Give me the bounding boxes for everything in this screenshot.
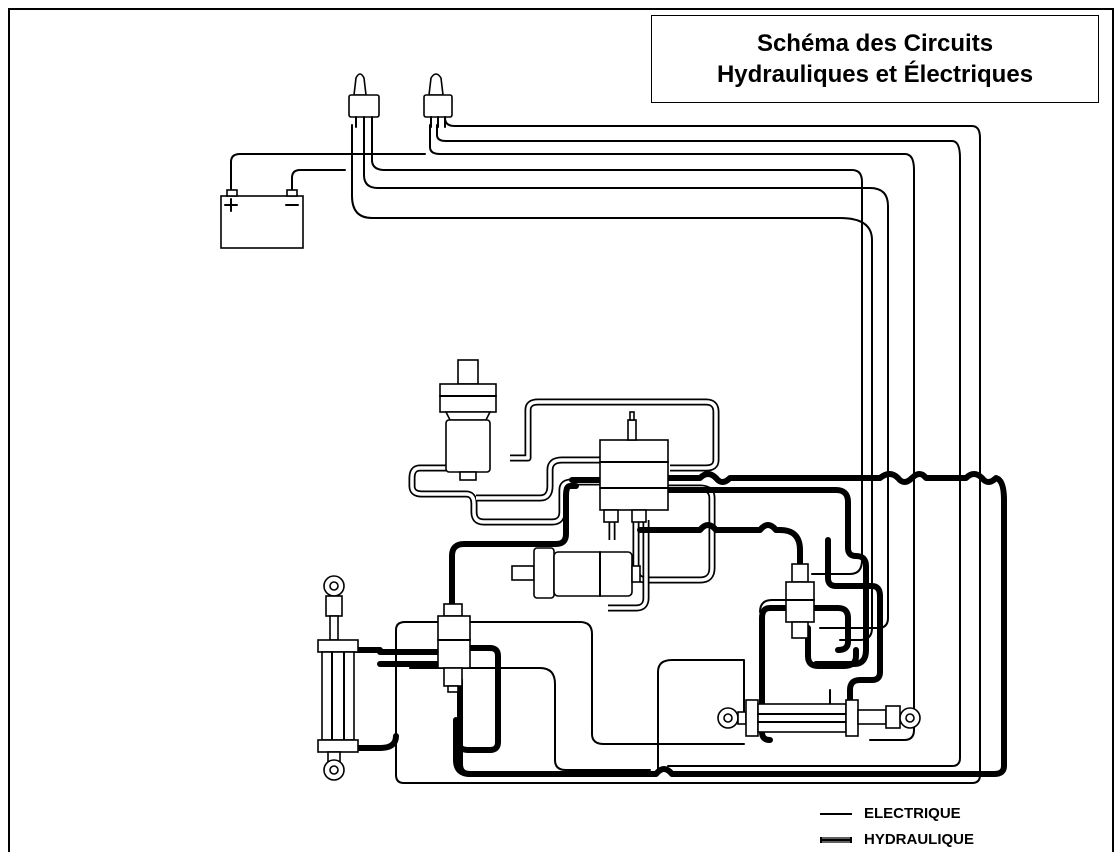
electric-wires (230, 117, 981, 784)
legend (820, 813, 852, 843)
title-box: Schéma des Circuits Hydrauliques et Élec… (651, 15, 1099, 103)
wire-lower-loop-2 (409, 667, 651, 771)
legend-electric-label: ELECTRIQUE (864, 805, 961, 822)
wire-switch1-b (363, 124, 889, 629)
solenoid-valve-icon (437, 603, 471, 693)
hydraulic-cylinder-icon (317, 575, 359, 781)
control-valve-icon (599, 411, 669, 523)
solenoid-valve-icon (785, 563, 815, 639)
wire-battery-negative (291, 169, 346, 193)
wire-switch1-c (371, 124, 863, 575)
hydraulic-pump-icon (439, 359, 497, 481)
hydraulic-cylinder-icon (717, 699, 921, 737)
toggle-switch-icon (423, 73, 453, 128)
wire-right-cyl (759, 599, 797, 613)
title-line-1: Schéma des Circuits (756, 30, 994, 57)
toggle-switch-icon (348, 73, 380, 128)
title-line-2: Hydrauliques et Électriques (716, 61, 1034, 88)
diagram-frame (8, 8, 1114, 852)
legend-hydraulic-label: HYDRAULIQUE (864, 831, 975, 848)
wire-battery-positive (230, 153, 353, 193)
wire-switch2-b (436, 124, 961, 767)
electric-motor-icon (511, 547, 641, 599)
wire-switch2-a (429, 124, 915, 741)
battery-icon (220, 189, 304, 249)
hydraulic-pressure-lines (353, 471, 1007, 777)
wire-lower-loop-1 (395, 621, 745, 745)
wire-lower-loop-3 (657, 659, 745, 771)
